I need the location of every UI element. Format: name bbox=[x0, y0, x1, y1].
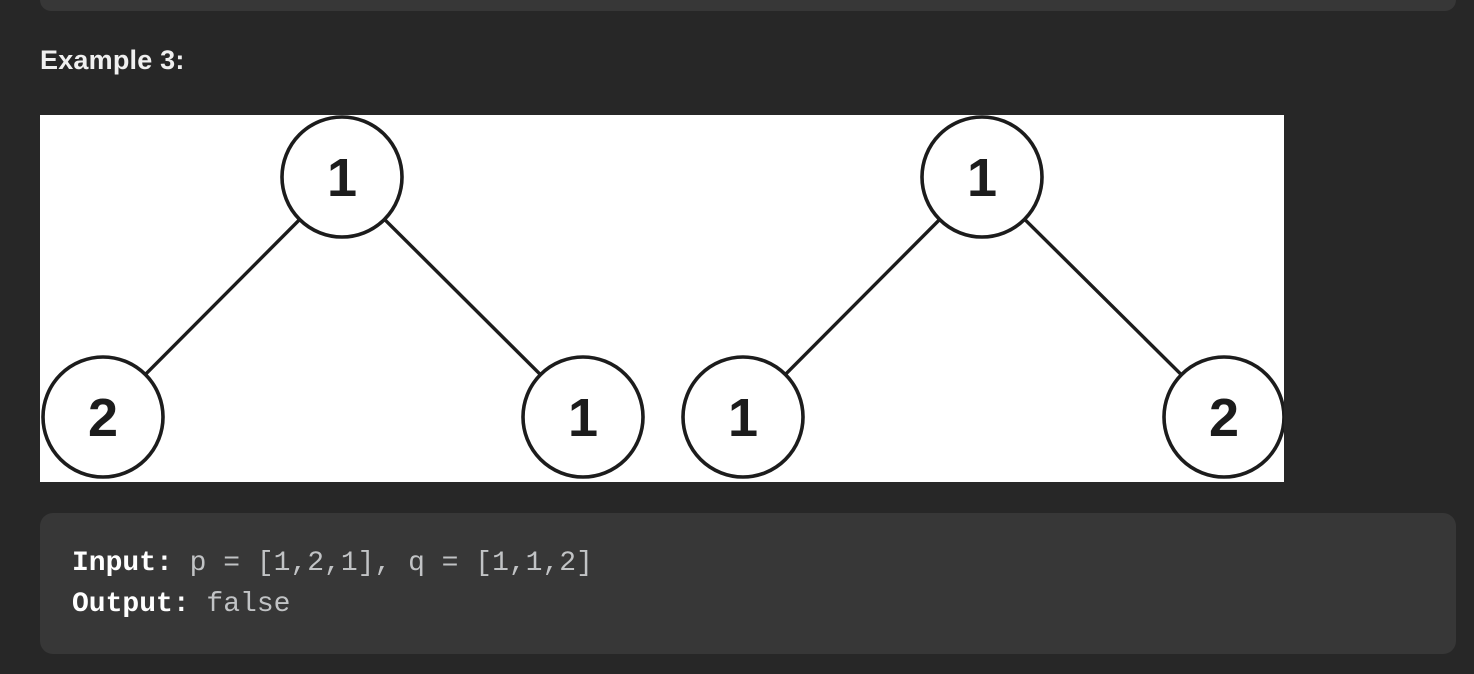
output-label: Output: bbox=[72, 589, 190, 620]
tree-p-right-value: 1 bbox=[568, 388, 598, 448]
tree-figure-svg: 1 2 1 1 1 2 bbox=[41, 115, 1284, 479]
tree-q-left-value: 1 bbox=[728, 388, 758, 448]
previous-code-block-bottom-edge bbox=[40, 0, 1456, 11]
tree-q-root-value: 1 bbox=[967, 148, 997, 208]
tree-p-root-value: 1 bbox=[327, 148, 357, 208]
tree-p-left-node bbox=[41, 355, 165, 479]
tree-p-root-node bbox=[280, 115, 404, 239]
tree-q: 1 1 2 bbox=[681, 115, 1284, 479]
tree-q-root-node bbox=[920, 115, 1044, 239]
input-line: Input: p = [1,2,1], q = [1,1,2] bbox=[72, 543, 1424, 584]
output-value: false bbox=[189, 589, 291, 620]
input-label: Input: bbox=[72, 548, 173, 579]
example-io-code-block: Input: p = [1,2,1], q = [1,1,2] Output: … bbox=[40, 513, 1456, 654]
input-value: p = [1,2,1], q = [1,1,2] bbox=[172, 548, 593, 579]
output-line: Output: false bbox=[72, 584, 1424, 625]
tree-q-right-node bbox=[1162, 355, 1284, 479]
tree-q-right-value: 2 bbox=[1209, 388, 1239, 448]
tree-p-left-value: 2 bbox=[88, 388, 118, 448]
tree-q-left-node bbox=[681, 355, 805, 479]
tree-comparison-figure: 1 2 1 1 1 2 bbox=[40, 115, 1284, 482]
tree-p-right-node bbox=[521, 355, 645, 479]
tree-p: 1 2 1 bbox=[41, 115, 645, 479]
example-heading: Example 3: bbox=[40, 45, 185, 75]
